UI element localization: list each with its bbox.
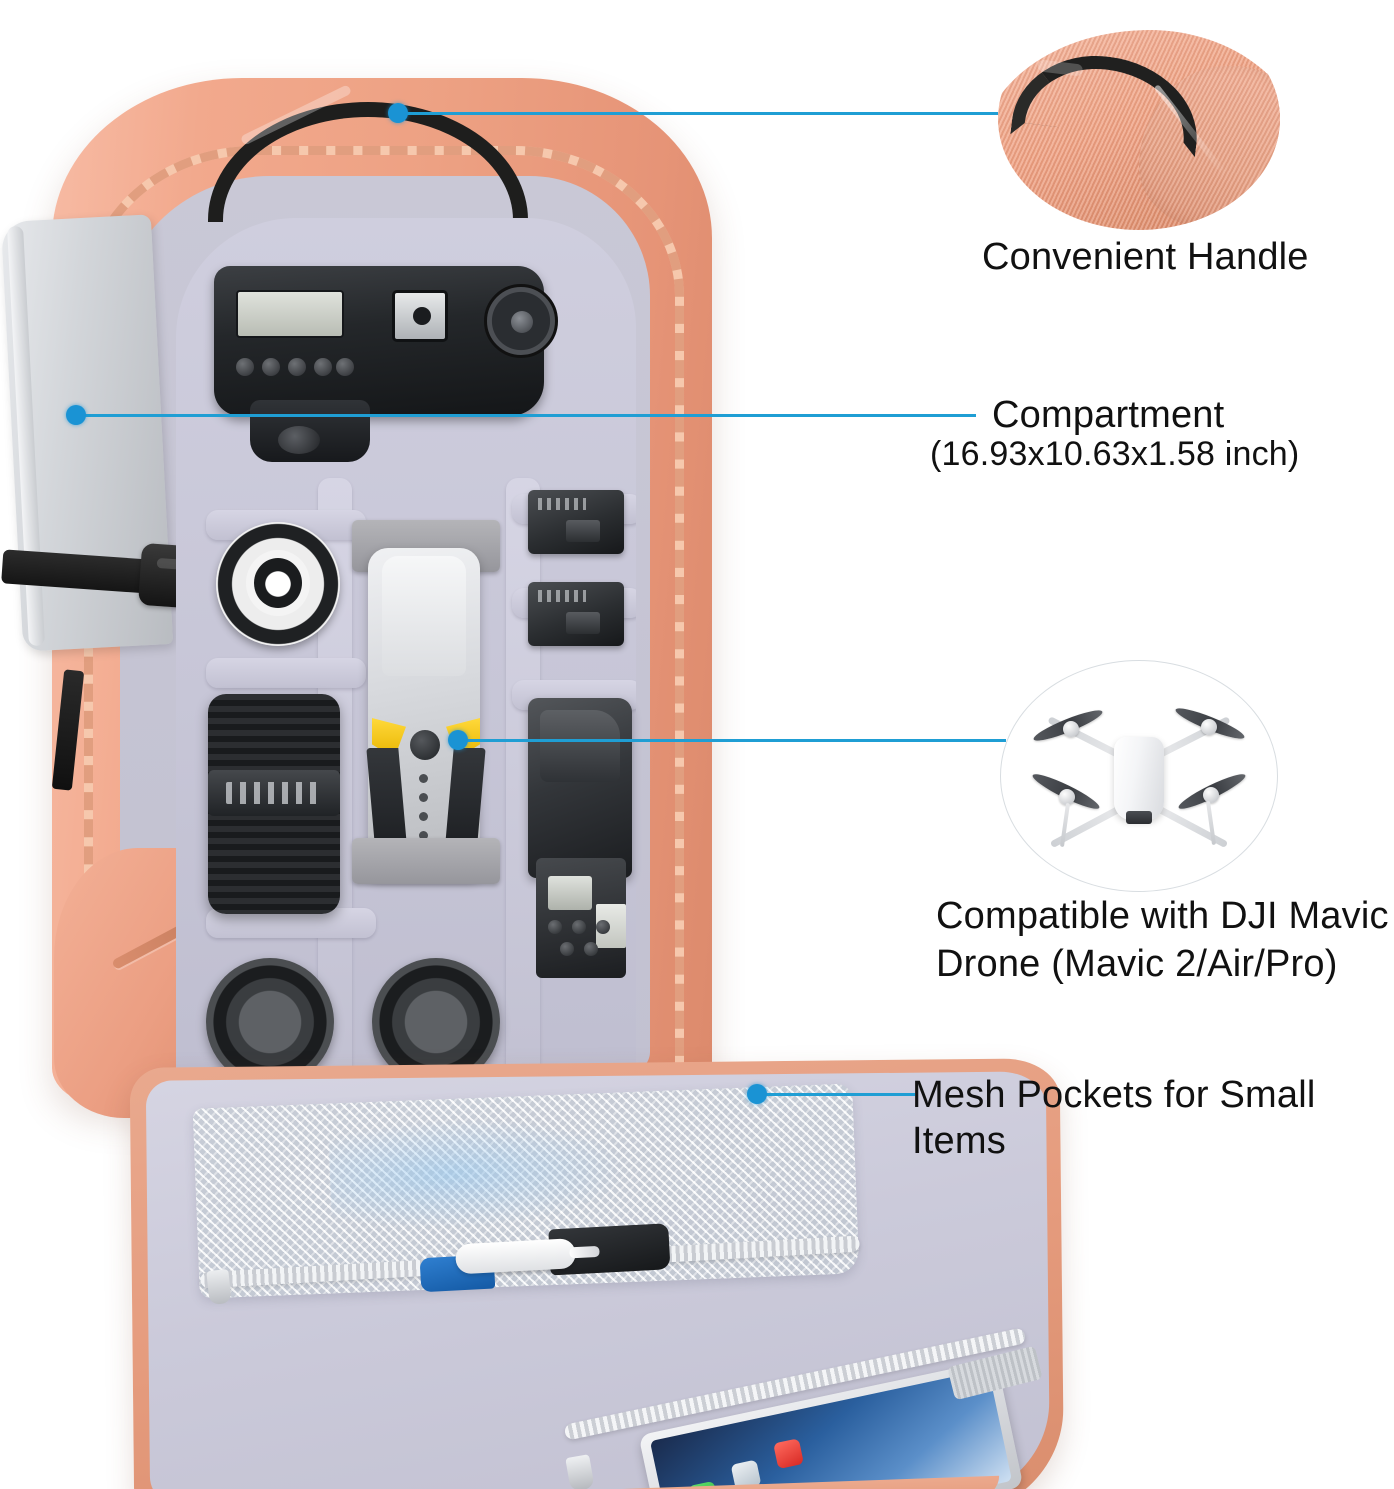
- callout-label-drone: Compatible with DJI Mavic: [936, 895, 1389, 937]
- drone-inset-photo: [1000, 660, 1278, 892]
- callout-label-handle: Convenient Handle: [982, 236, 1309, 278]
- mesh-pocket-contents-glow: [328, 1112, 632, 1234]
- mesh-pocket-items: [418, 1223, 671, 1302]
- connector-line-handle: [398, 112, 998, 115]
- handle-inset-photo: [998, 8, 1280, 230]
- drone-led-indicators: [419, 774, 431, 846]
- connector-line-compartment: [76, 414, 976, 417]
- lens-cap-pinch: [246, 550, 310, 616]
- camera-grip: [250, 400, 370, 462]
- camera-button-row: [236, 358, 354, 378]
- drone-camera-gimbal: [1125, 810, 1153, 825]
- connector-dot-drone: [448, 730, 468, 750]
- flash-buttons: [548, 920, 614, 960]
- camera-lcd-screen: [236, 290, 344, 338]
- camera-hot-shoe: [392, 290, 448, 342]
- callout-sublabel-compartment: (16.93x10.63x1.58 inch): [930, 435, 1300, 473]
- connector-line-drone: [458, 739, 1006, 742]
- folded-drone-top: [382, 556, 466, 676]
- callout-label-compartment: Compartment: [992, 394, 1225, 436]
- drone-battery-2: [528, 582, 624, 646]
- drone-retaining-strap-bottom: [352, 838, 500, 884]
- divider-h-2: [206, 658, 366, 688]
- drone-power-button: [410, 730, 440, 760]
- lens-rear-cap-1: [206, 958, 334, 1086]
- callout-label-mesh: Mesh Pockets for Small Items: [912, 1074, 1316, 1163]
- mesh-pocket-zipper-pull: [206, 1268, 232, 1306]
- white-cable: [454, 1238, 577, 1275]
- connector-line-mesh: [757, 1093, 915, 1096]
- flash-head: [540, 710, 620, 782]
- backpack-product-photo: [0, 58, 1065, 1489]
- connector-dot-handle: [388, 103, 408, 123]
- flash-lcd: [548, 876, 592, 910]
- camera-mode-dial: [484, 284, 558, 358]
- callout-sublabel-drone: Drone (Mavic 2/Air/Pro): [936, 943, 1338, 985]
- connector-dot-compartment: [66, 405, 86, 425]
- connector-dot-mesh: [747, 1084, 767, 1104]
- drone-battery-1: [528, 490, 624, 554]
- drone-fuselage: [1114, 736, 1164, 820]
- zoom-lens-marking: [226, 782, 322, 804]
